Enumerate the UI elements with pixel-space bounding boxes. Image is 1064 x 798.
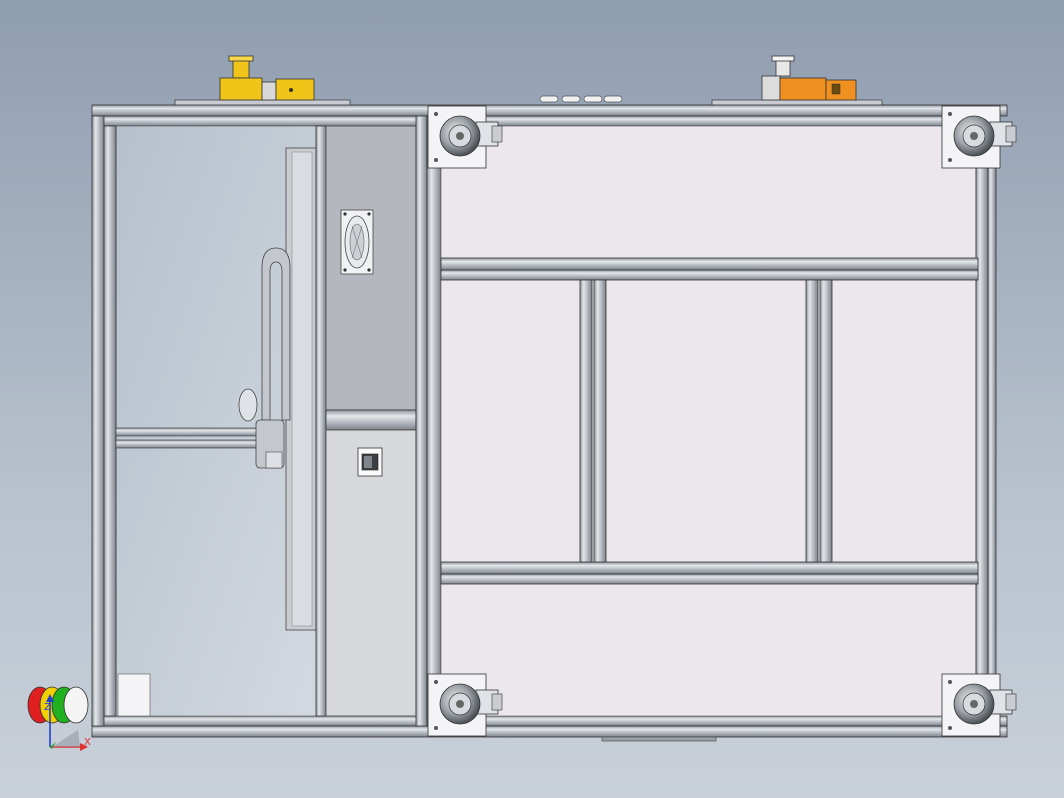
cooling-fan[interactable] [340,209,374,275]
center-left-post [315,125,327,717]
bottom-left-caster[interactable] [427,673,503,737]
sub-post-2 [593,279,607,563]
electrical-cabinet-lower [325,429,417,717]
bottom-foot-strip [601,736,717,742]
sub-post-1 [579,279,593,563]
lower-crossbar [440,561,979,575]
x-axis-label: X [84,737,91,748]
operator-handle[interactable] [238,147,317,631]
status-light-4 [63,686,89,724]
yellow-valve-assembly[interactable] [219,55,315,101]
top-left-caster[interactable] [427,105,503,169]
upper-crossbar [440,257,979,271]
upper-crossbar-2 [440,269,979,281]
label-plate [117,673,151,717]
status-light-tower[interactable] [27,686,89,724]
bottom-rail-outer [91,725,1008,738]
right-base-panel [440,125,977,717]
left-outer-post [91,115,105,727]
orange-valve-assembly[interactable] [761,55,857,101]
left-mid-crossbar-2 [115,439,267,449]
electrical-cabinet-divider [325,409,417,431]
top-buttons-row[interactable] [539,95,623,103]
right-outer-post-2 [987,115,997,727]
bottom-right-caster[interactable] [941,673,1017,737]
z-axis-label: Z [44,702,51,713]
top-rail [91,104,1008,117]
lower-crossbar-2 [440,573,979,585]
center-right-post [415,115,428,727]
left-inner-post [103,125,117,717]
axis-triad: X Z [44,694,91,751]
top-rail-inner [91,115,428,127]
top-right-caster[interactable] [941,105,1017,169]
left-mid-crossbar [115,427,267,437]
right-outer-post [975,125,989,727]
right-frame-left-post [426,115,442,727]
sub-post-3 [805,279,819,563]
top-rail-inner-right [426,115,988,127]
power-switch[interactable] [357,447,383,477]
sub-post-4 [819,279,833,563]
bottom-rail [91,715,1008,727]
